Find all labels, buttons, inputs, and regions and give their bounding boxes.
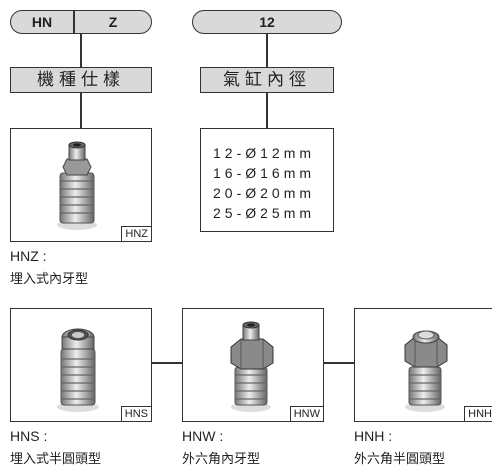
hnh-product-image: HNH [354,308,492,422]
model-prefix: HN [31,14,53,30]
connector-line [152,362,182,364]
bore-option: 25-Ø25mm [213,205,316,221]
bore-value: 12 [259,14,275,30]
hnh-tag: HNH [464,406,492,421]
hnw-product-image: HNW [182,308,324,422]
hns-caption-desc: 埋入式半圓頭型 [10,451,102,466]
hns-caption-code: HNS : [10,428,48,444]
bore-code-pill: 12 [192,10,342,34]
model-code-pill: HN Z [10,10,152,34]
hnz-caption-desc: 埋入式內牙型 [10,271,89,286]
hnz-caption-code: HNZ : [10,248,47,264]
model-type-code: Z [108,14,118,30]
hnw-caption-code: HNW : [182,428,224,444]
bore-option: 16-Ø16mm [213,165,316,181]
connector-line [266,34,268,67]
connector-line [80,34,82,67]
hns-tag: HNS [120,406,151,421]
hnw-caption-desc: 外六角內牙型 [182,451,261,466]
bore-option: 12-Ø12mm [213,145,316,161]
hnz-product-image: HNZ [10,128,152,242]
connector-line [80,93,82,128]
hns-product-image: HNS [10,308,152,422]
hnh-caption-desc: 外六角半圓頭型 [354,451,446,466]
hnh-cushion-icon [404,330,448,412]
connector-line [324,362,354,364]
hns-cushion-icon [57,328,99,412]
hnw-tag: HNW [289,406,323,421]
connector-line [266,93,268,128]
hnw-cushion-icon [230,321,274,412]
model-spec-label: 機種仕樣 [10,67,152,93]
bore-label: 氣缸內徑 [200,67,334,93]
hnh-caption-code: HNH : [354,428,393,444]
hnz-tag: HNZ [121,226,151,241]
bore-option: 20-Ø20mm [213,185,316,201]
hnz-cushion-icon [57,141,97,230]
bore-options-box: 12-Ø12mm 16-Ø16mm 20-Ø20mm 25-Ø25mm [200,128,334,232]
pill-divider [73,11,75,33]
